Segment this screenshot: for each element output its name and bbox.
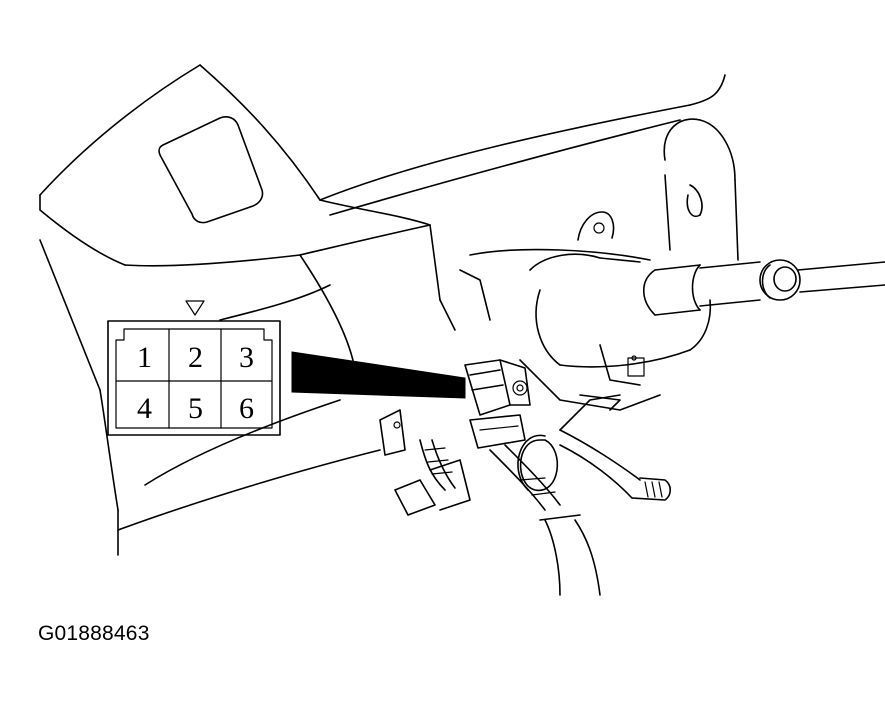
pin-label-6: 6 [239, 392, 254, 425]
figure-id-caption: G01888463 [38, 622, 150, 645]
dashboard-outline [39, 64, 726, 556]
pin-label-3: 3 [239, 341, 254, 374]
lower-column-cover [559, 394, 621, 431]
steering-shaft [642, 118, 885, 316]
pin-label-1: 1 [137, 341, 152, 374]
pin-label-2: 2 [188, 341, 203, 374]
steering-column-shroud [459, 211, 712, 411]
leader-wedge [291, 351, 466, 399]
switch-connector [464, 359, 531, 449]
connector-pinout: 1 2 3 4 5 6 [107, 300, 281, 436]
turn-signal-lever [559, 429, 672, 501]
wiring-harness [379, 409, 601, 596]
pin-label-4: 4 [137, 392, 152, 425]
pin-label-5: 5 [188, 392, 203, 425]
pin1-indicator-triangle [185, 300, 205, 316]
